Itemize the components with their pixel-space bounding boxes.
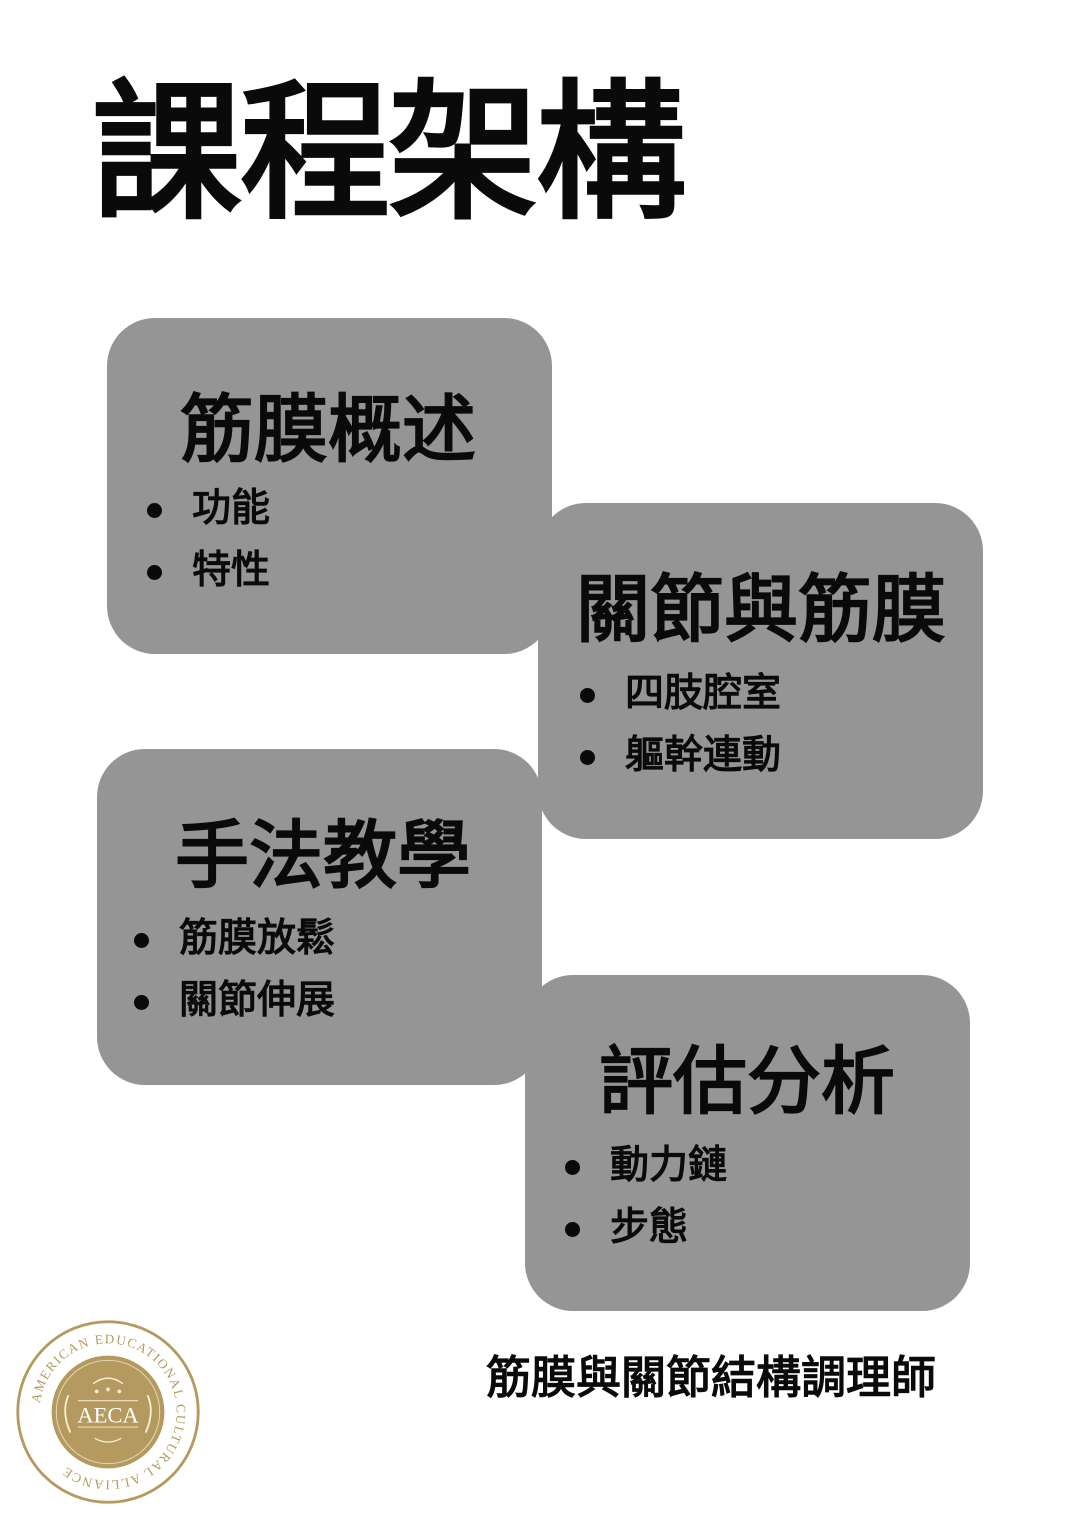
card-title: 筋膜概述 bbox=[180, 387, 476, 473]
card-list: 四肢腔室 軀幹連動 bbox=[580, 674, 781, 798]
card-title: 評估分析 bbox=[599, 1039, 895, 1125]
card-title: 手法教學 bbox=[175, 813, 471, 899]
list-item: 步態 bbox=[565, 1208, 727, 1270]
footer-title: 筋膜與關節結構調理師 bbox=[486, 1351, 937, 1404]
card-joints-and-fascia: 關節與筋膜 四肢腔室 軀幹連動 bbox=[538, 503, 983, 839]
list-item: 動力鏈 bbox=[565, 1146, 727, 1208]
list-item: 功能 bbox=[147, 489, 270, 551]
bullet-icon bbox=[134, 933, 149, 948]
bullet-icon bbox=[147, 565, 162, 580]
list-item: 特性 bbox=[147, 551, 270, 613]
list-item: 四肢腔室 bbox=[580, 674, 781, 736]
card-list: 功能 特性 bbox=[147, 489, 270, 613]
aeca-seal-logo: AMERICAN EDUCATIONAL CULTURAL ALLIANCE A… bbox=[16, 1320, 200, 1504]
page-title: 課程架構 bbox=[92, 65, 686, 241]
card-list: 動力鏈 步態 bbox=[565, 1146, 727, 1270]
list-item: 關節伸展 bbox=[134, 981, 335, 1043]
card-fascia-overview: 筋膜概述 功能 特性 bbox=[107, 318, 552, 654]
bullet-icon bbox=[134, 995, 149, 1010]
bullet-icon bbox=[565, 1160, 580, 1175]
bullet-icon bbox=[147, 503, 162, 518]
bullet-icon bbox=[580, 688, 595, 703]
list-item: 筋膜放鬆 bbox=[134, 919, 335, 981]
bullet-icon bbox=[565, 1222, 580, 1237]
card-manual-technique: 手法教學 筋膜放鬆 關節伸展 bbox=[97, 749, 542, 1085]
card-assessment: 評估分析 動力鏈 步態 bbox=[525, 975, 970, 1311]
bullet-icon bbox=[580, 750, 595, 765]
card-title: 關節與筋膜 bbox=[576, 567, 946, 653]
list-item: 軀幹連動 bbox=[580, 736, 781, 798]
card-list: 筋膜放鬆 關節伸展 bbox=[134, 919, 335, 1043]
seal-center-text: AECA bbox=[77, 1402, 139, 1427]
